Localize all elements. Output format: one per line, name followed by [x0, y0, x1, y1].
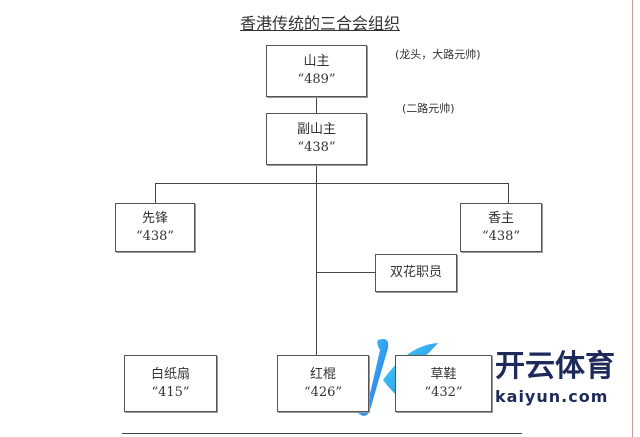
box-code: “438” — [481, 228, 521, 244]
watermark-brand: 开云体育 — [495, 349, 615, 384]
bottom-row-line — [122, 433, 522, 434]
connector-line — [316, 272, 375, 273]
box-code: “438” — [135, 228, 175, 244]
box-label: 草鞋 — [430, 366, 457, 382]
box-code: “432” — [424, 384, 463, 400]
connector-line — [155, 183, 156, 203]
box-code: “426” — [303, 384, 343, 400]
box-label: 红棍 — [309, 366, 336, 382]
connector-line — [316, 163, 317, 355]
connector-line — [155, 183, 508, 184]
box-label: 香主 — [487, 210, 514, 226]
note-second: (二路元帅) — [402, 102, 455, 115]
box-shanzhu: 山主 “489” — [266, 45, 367, 97]
connector-line — [316, 95, 317, 113]
note-top: (龙头，大路元帅) — [395, 48, 481, 61]
box-code: “489” — [297, 72, 336, 87]
box-shuanghua: 双花职员 — [375, 254, 457, 292]
page-border — [632, 0, 633, 437]
box-fushanzhu: 副山主 “438” — [266, 113, 367, 165]
page-title: 香港传统的三合会组织 — [239, 14, 400, 33]
box-xiangzhu: 香主 “438” — [460, 203, 542, 252]
watermark-url: kaiyun.com — [495, 387, 609, 406]
box-label: 山主 — [303, 54, 330, 69]
connector-line — [508, 183, 509, 203]
box-label: 白纸扇 — [150, 366, 190, 382]
box-baizhishan: 白纸扇 “415” — [124, 355, 217, 412]
box-xianfeng: 先锋 “438” — [115, 203, 195, 252]
box-label: 副山主 — [296, 122, 336, 137]
box-honggun: 红棍 “426” — [277, 355, 369, 412]
box-label: 双花职员 — [389, 265, 442, 280]
box-caoxie: 草鞋 “432” — [395, 355, 492, 412]
box-code: “438” — [297, 140, 336, 155]
box-code: “415” — [151, 384, 190, 400]
box-label: 先锋 — [141, 210, 168, 226]
